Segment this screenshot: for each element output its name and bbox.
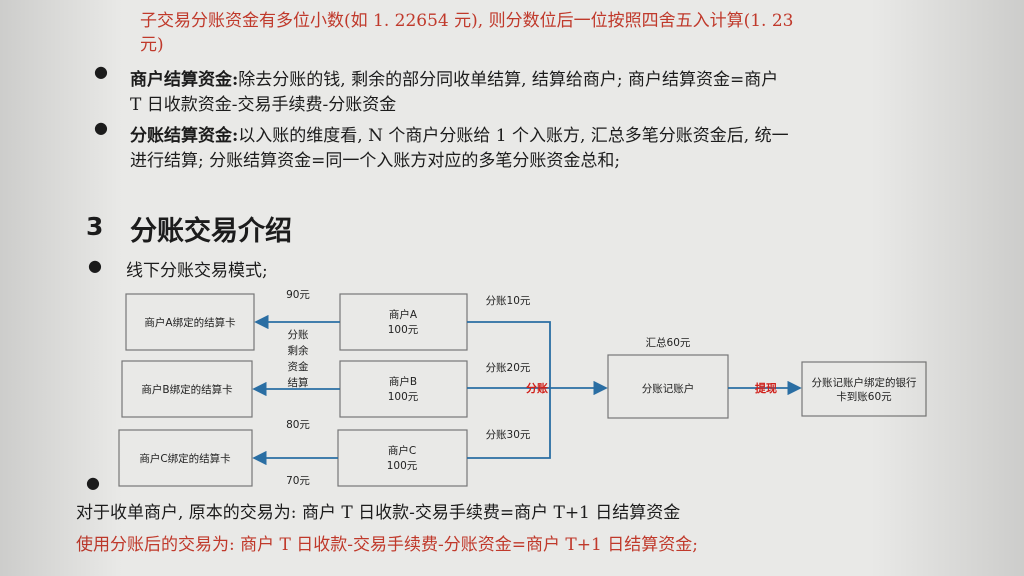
merchant-b-box [339, 360, 468, 418]
final-label-2: 卡到账60元 [836, 390, 892, 403]
bullet-term: 商户结算资金: [130, 70, 239, 90]
split-b-label: 分账20元 [486, 362, 531, 374]
amount-c: 70元 [286, 475, 310, 487]
card-c-label: 商户C绑定的结算卡 [139, 452, 230, 465]
bullet-icon: ● [94, 62, 108, 81]
card-a-label: 商户A绑定的结算卡 [144, 316, 235, 329]
total-label: 汇总60元 [646, 336, 691, 349]
final-box [801, 361, 927, 417]
bullet-term: 分账结算资金: [130, 126, 239, 146]
merchant-a-name: 商户A [389, 308, 418, 321]
bullet-icon: ● [94, 118, 108, 137]
final-label-1: 分账记账户绑定的银行 [812, 376, 917, 389]
top-text-line-2: 元) [140, 35, 164, 55]
ledger-label: 分账记账户 [642, 382, 695, 395]
split-a-label: 分账10元 [486, 295, 531, 307]
bullet-icon: ● [86, 473, 100, 492]
bullet-merchant-settlement: 商户结算资金:除去分账的钱, 剩余的部分同收单结算, 结算给商户; 商户结算资金… [130, 65, 778, 90]
split-red-label: 分账 [526, 381, 548, 395]
card-b-box [121, 360, 253, 418]
bottom-line-1: 对于收单商户, 原本的交易为: 商户 T 日收款-交易手续费=商户 T+1 日结… [76, 503, 681, 523]
sub-bullet-text: 线下分账交易模式; [126, 261, 268, 281]
amount-a: 90元 [286, 289, 310, 301]
merchant-a-box [339, 293, 468, 351]
bottom-line-2: 使用分账后的交易为: 商户 T 日收款-交易手续费-分账资金=商户 T+1 日结… [76, 535, 698, 555]
split-line-c [467, 388, 551, 459]
remain-label-3: 资金 [288, 360, 309, 373]
section-number: 3 [86, 212, 104, 241]
merchant-c-box [337, 429, 468, 487]
bullet-split-settlement-cont: 进行结算; 分账结算资金=同一个入账方对应的多笔分账资金总和; [130, 151, 621, 171]
ledger-box [607, 354, 729, 419]
bullet-split-settlement: 分账结算资金:以入账的维度看, N 个商户分账给 1 个入账方, 汇总多笔分账资… [130, 121, 789, 146]
amount-b: 80元 [286, 419, 310, 431]
remain-label-1: 分账 [288, 329, 309, 341]
bullet-text: 除去分账的钱, 剩余的部分同收单结算, 结算给商户; 商户结算资金=商户 [238, 70, 779, 90]
remain-label-4: 结算 [288, 376, 309, 389]
merchant-c-amount: 100元 [387, 460, 418, 472]
bullet-text: 以入账的维度看, N 个商户分账给 1 个入账方, 汇总多笔分账资金后, 统一 [238, 126, 789, 146]
merchant-b-amount: 100元 [388, 391, 419, 403]
merchant-c-name: 商户C [388, 444, 416, 457]
split-line-a [467, 321, 551, 388]
section-title: 分账交易介绍 [130, 216, 292, 247]
withdraw-label: 提现 [755, 381, 777, 395]
card-c-box [118, 429, 253, 487]
bullet-merchant-settlement-cont: T 日收款资金-交易手续费-分账资金 [130, 95, 397, 115]
merchant-b-name: 商户B [389, 375, 417, 388]
merchant-a-amount: 100元 [388, 324, 419, 336]
card-b-label: 商户B绑定的结算卡 [141, 383, 232, 396]
top-text-line-1: 子交易分账资金有多位小数(如 1. 22654 元), 则分数位后一位按照四舍五… [140, 11, 794, 31]
bullet-icon: ● [88, 256, 102, 275]
card-a-box [125, 293, 255, 351]
remain-label-2: 剩余 [288, 344, 309, 357]
split-c-label: 分账30元 [486, 429, 531, 441]
